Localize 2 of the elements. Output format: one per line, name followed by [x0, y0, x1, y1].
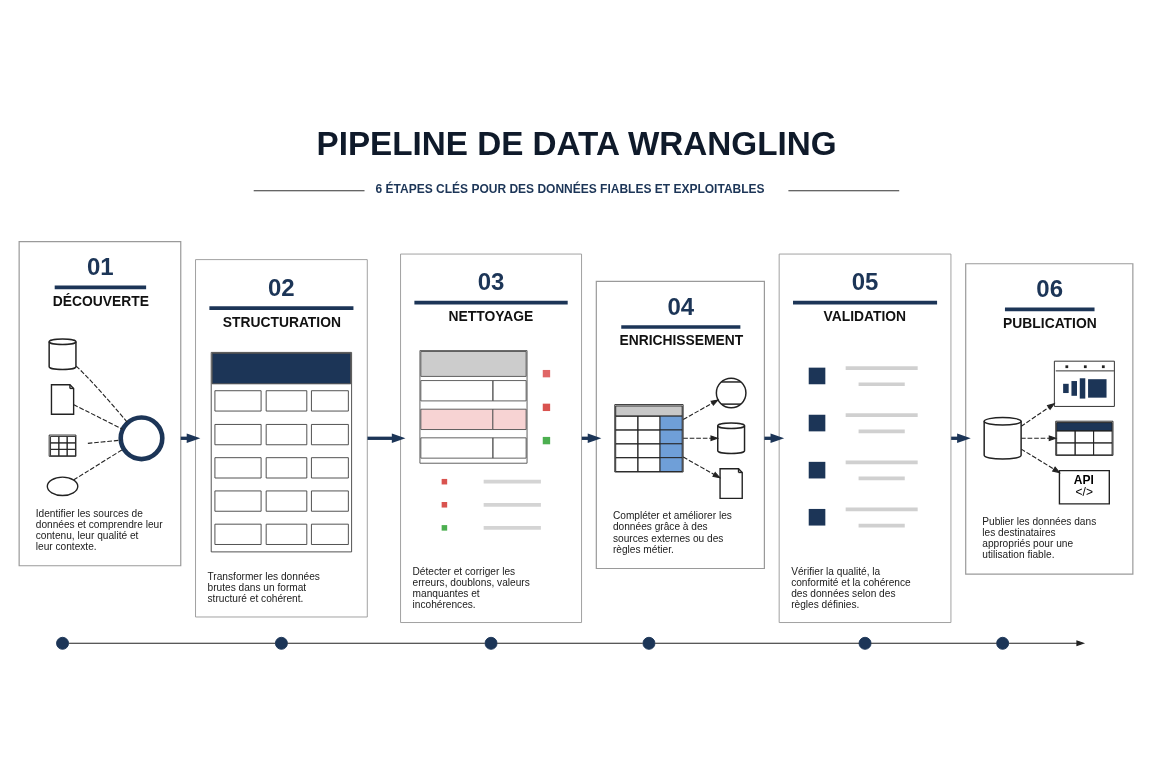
diagram-title: PIPELINE DE DATA WRANGLING: [316, 124, 837, 162]
caption: 6 ÉTAPES CLÉS POUR DES DONNÉES FIABLES ET EXPLOITABLES: [375, 181, 765, 196]
